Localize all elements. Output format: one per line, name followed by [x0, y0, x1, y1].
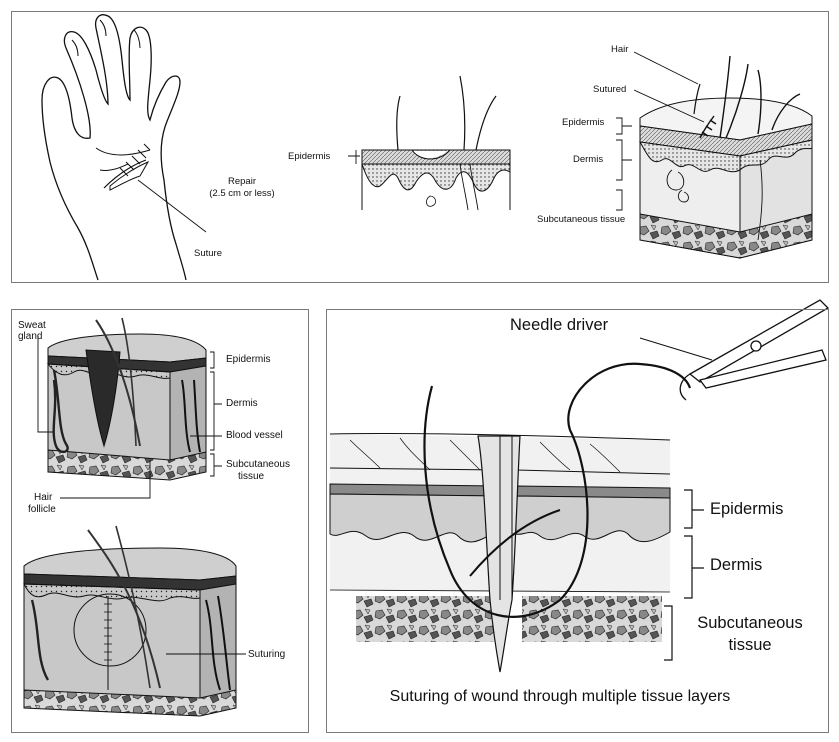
sutured-skin-block — [616, 51, 813, 259]
dermis-label-left: Dermis — [226, 398, 258, 409]
left-panel — [11, 309, 309, 733]
subcutaneous-label-left-1: Subcutaneous — [226, 459, 290, 470]
suture-label: Suture — [194, 248, 222, 259]
hair-follicle-label-1: Hair — [34, 492, 53, 503]
subcutaneous-label-left-2: tissue — [238, 471, 265, 482]
sweat-gland-label: Sweat gland — [18, 320, 46, 342]
hand-illustration — [41, 14, 207, 281]
hair-label: Hair — [611, 44, 629, 55]
dermis-label-right: Dermis — [573, 154, 604, 165]
repair-size-label: (2.5 cm or less) — [209, 188, 275, 199]
epidermis-label-right: Epidermis — [562, 117, 605, 128]
repair-label: Repair — [228, 176, 256, 187]
right-panel — [326, 309, 829, 733]
skin-block-upper — [37, 317, 222, 499]
layered-wound-diagram — [329, 299, 830, 673]
epidermis-label-big: Epidermis — [710, 500, 784, 518]
blood-vessel-label: Blood vessel — [226, 430, 283, 441]
sutured-label: Sutured — [593, 84, 627, 95]
diagram-caption: Suturing of wound through multiple tissu… — [389, 688, 731, 705]
needle-driver-label: Needle driver — [510, 316, 609, 334]
skin-block-lower — [23, 525, 246, 717]
dermis-label-big: Dermis — [710, 556, 763, 574]
epidermis-label-mid: Epidermis — [288, 151, 331, 162]
subcutaneous-label-big-2: tissue — [728, 636, 772, 654]
subcutaneous-label-big-1: Subcutaneous — [697, 614, 803, 632]
wound-cross-section — [348, 75, 511, 211]
hair-follicle-label-2: follicle — [28, 504, 56, 515]
epidermis-label-left: Epidermis — [226, 354, 271, 365]
subcutaneous-label-right: Subcutaneous tissue — [537, 214, 626, 225]
suturing-label: Suturing — [248, 649, 286, 660]
